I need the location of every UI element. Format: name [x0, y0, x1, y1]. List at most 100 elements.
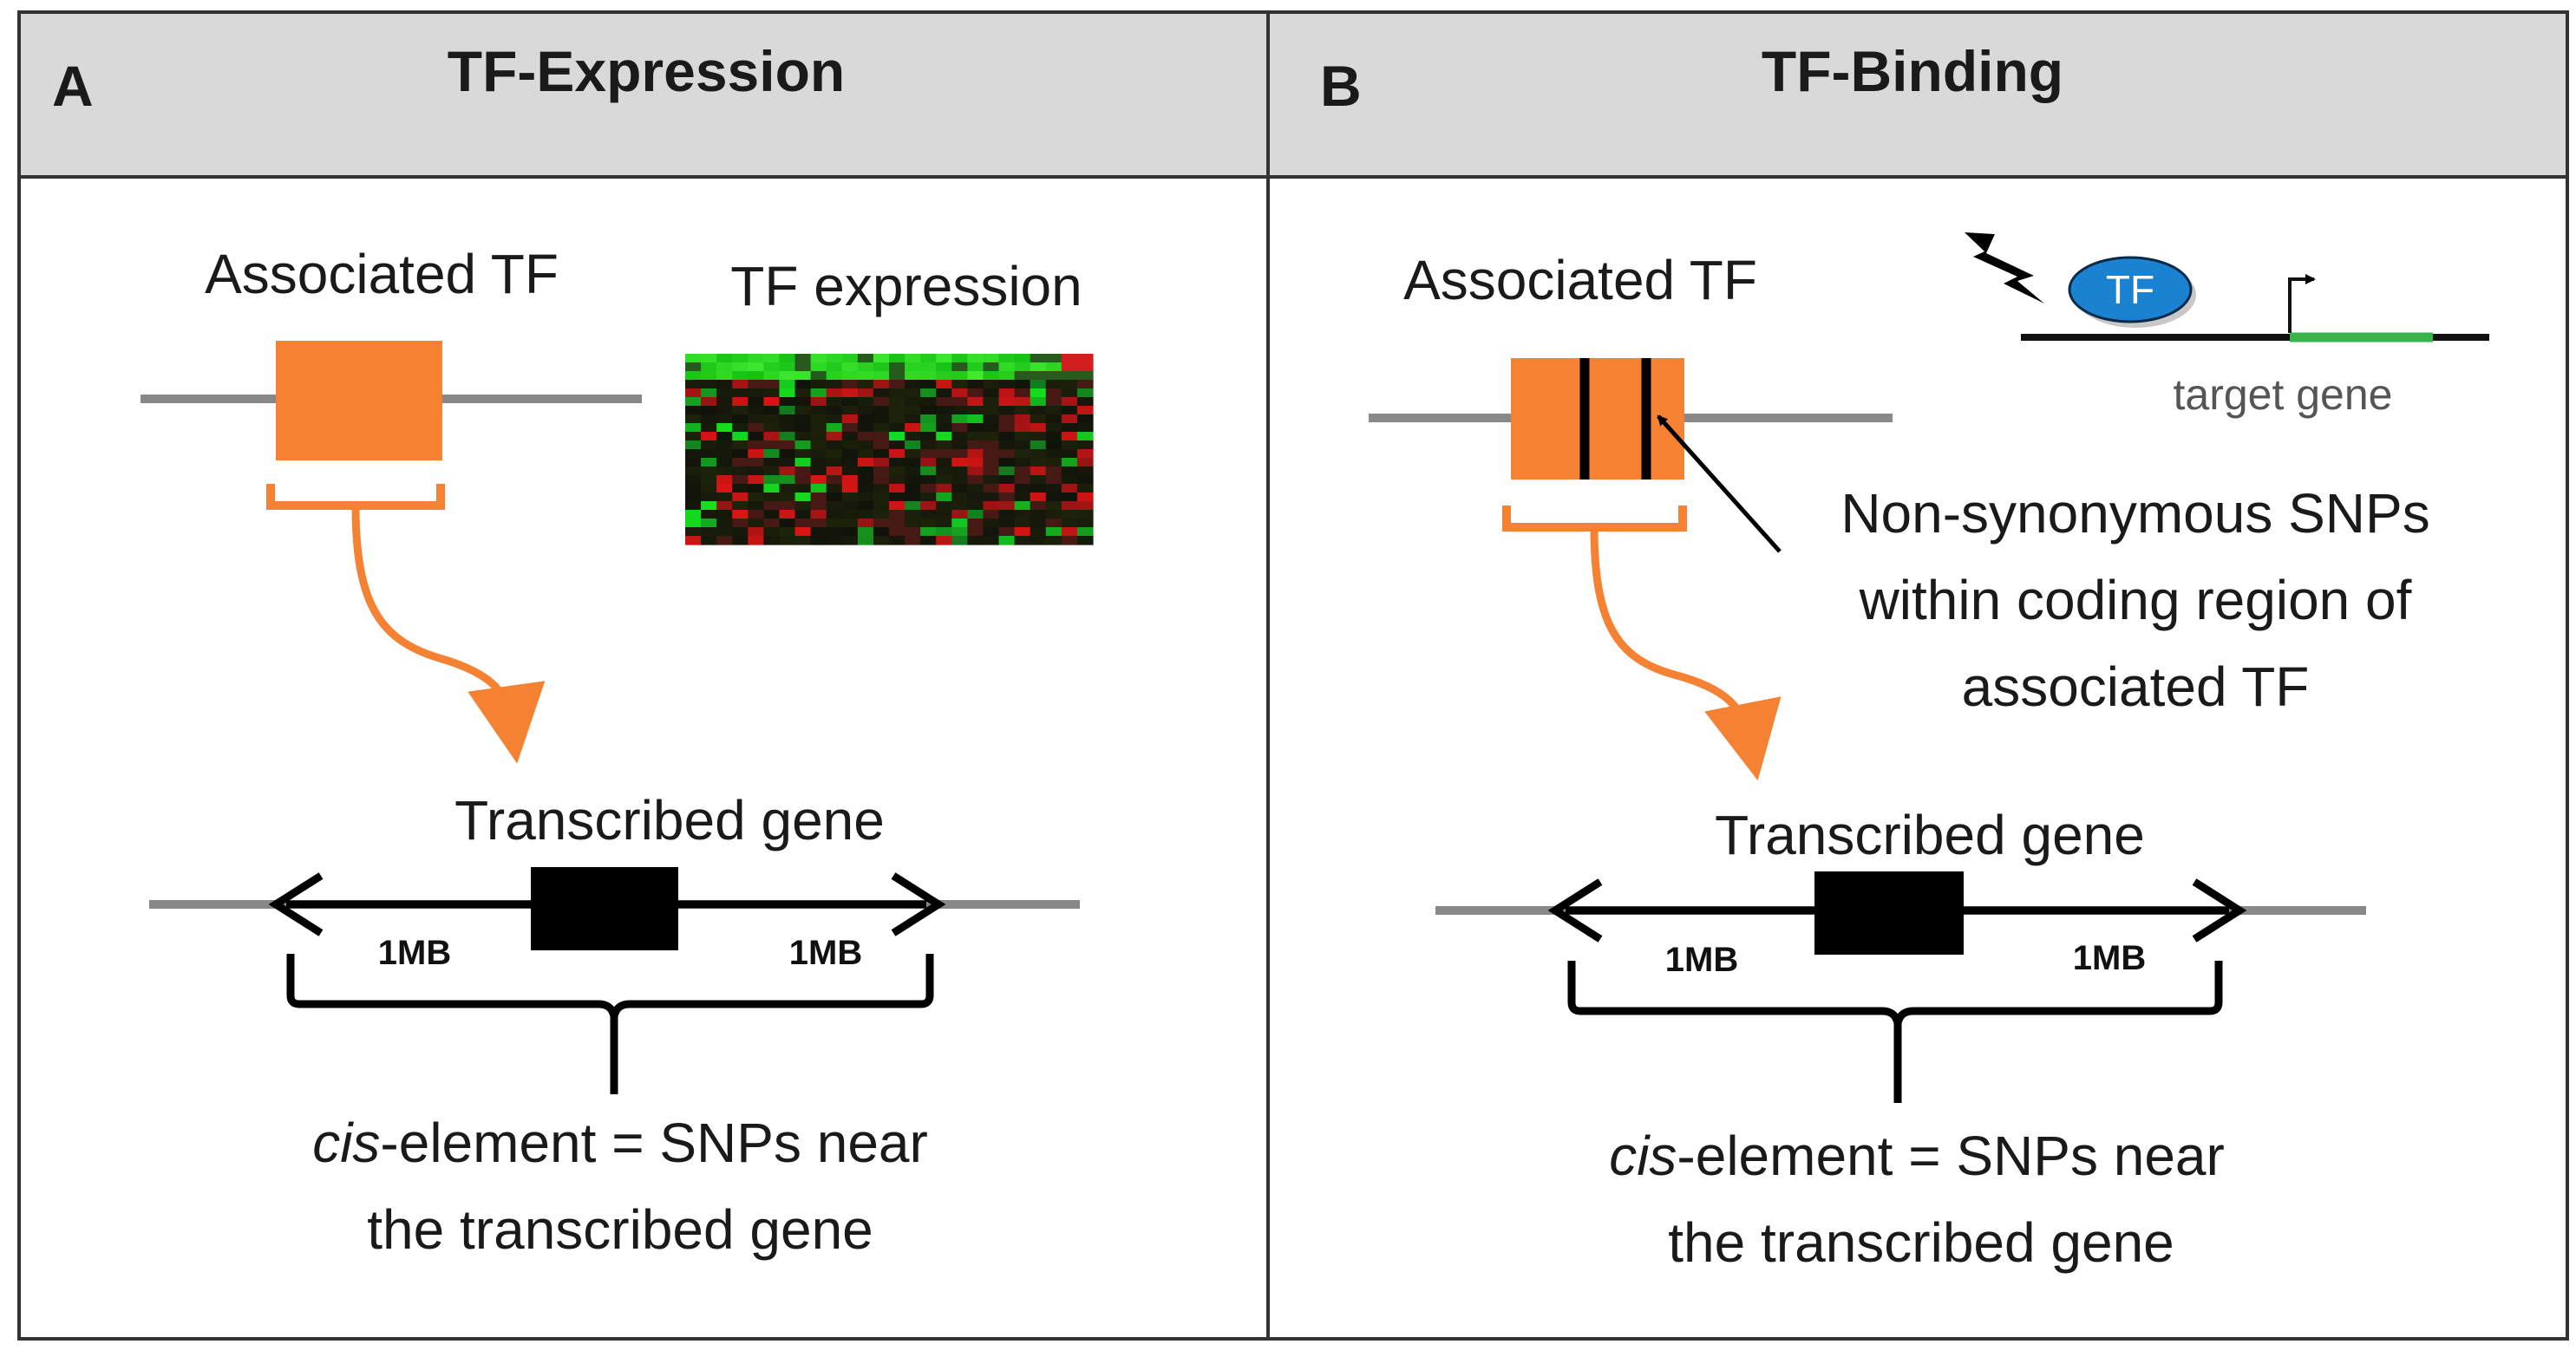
heatmap-cell [748, 406, 764, 415]
heatmap-cell [1076, 475, 1094, 485]
heatmap-cell [810, 362, 827, 372]
heatmap-cell [701, 354, 717, 363]
panel-a-left-1mb-label: 1MB [378, 934, 451, 972]
panel-b-tf-ellipse [2068, 256, 2193, 323]
heatmap-cell [716, 458, 733, 467]
heatmap-cell [732, 380, 749, 389]
heatmap-cell [936, 527, 952, 537]
heatmap-cell [1076, 432, 1094, 441]
heatmap-cell [905, 440, 921, 450]
heatmap-cell [716, 475, 733, 485]
heatmap-cell [857, 380, 874, 389]
heatmap-cell [1030, 519, 1047, 528]
heatmap-cell [889, 354, 906, 363]
heatmap-cell [841, 510, 859, 519]
heatmap-cell [873, 380, 890, 389]
heatmap-cell [936, 466, 952, 476]
heatmap-cell [983, 493, 1000, 502]
heatmap-cell [748, 354, 764, 363]
heatmap-cell [716, 440, 733, 450]
heatmap-cell [936, 414, 952, 424]
heatmap-cell [779, 397, 796, 407]
heatmap-cell [779, 388, 796, 398]
heatmap-cell [857, 484, 874, 493]
heatmap-cell [794, 484, 812, 493]
heatmap-cell [951, 527, 968, 537]
heatmap-cell [905, 406, 921, 415]
heatmap-cell [889, 519, 906, 528]
heatmap-cell [983, 362, 1000, 372]
heatmap-cell [905, 466, 921, 476]
heatmap-cell [873, 440, 890, 450]
heatmap-cell [841, 466, 859, 476]
heatmap-cell [810, 414, 827, 424]
heatmap-cell [1045, 475, 1062, 485]
heatmap-cell [748, 501, 764, 511]
heatmap-cell [685, 466, 702, 476]
heatmap-cell [873, 449, 890, 459]
heatmap-cell [1061, 440, 1078, 450]
heatmap-cell [732, 510, 749, 519]
heatmap-cell [748, 432, 764, 441]
heatmap-cell [1045, 536, 1062, 545]
heatmap-cell [1014, 414, 1031, 424]
heatmap-cell [1030, 388, 1047, 398]
heatmap-cell [1045, 388, 1062, 398]
heatmap-cell [983, 466, 1000, 476]
heatmap-cell [1014, 510, 1031, 519]
heatmap-cell [998, 501, 1016, 511]
heatmap-cell [794, 536, 812, 545]
heatmap-cell [1076, 527, 1094, 537]
heatmap-cell [763, 440, 781, 450]
heatmap-cell [1076, 397, 1094, 407]
heatmap-cell [905, 536, 921, 545]
panel-b-target-gene-label: target gene [2174, 370, 2393, 419]
heatmap-cell [967, 484, 984, 493]
heatmap-cell [951, 371, 968, 381]
heatmap-cell [920, 536, 937, 545]
heatmap-cell [841, 527, 859, 537]
heatmap-cell [889, 510, 906, 519]
heatmap-cell [841, 362, 859, 372]
heatmap-cell [998, 414, 1016, 424]
heatmap-cell [936, 475, 952, 485]
heatmap-cell [1014, 388, 1031, 398]
heatmap-cell [716, 406, 733, 415]
heatmap-cell [920, 449, 937, 459]
heatmap-cell [841, 380, 859, 389]
heatmap-cell [701, 432, 717, 441]
heatmap-cell [1030, 380, 1047, 389]
heatmap-cell [810, 449, 827, 459]
heatmap-cell [873, 519, 890, 528]
heatmap-cell [1014, 466, 1031, 476]
heatmap-cell [998, 484, 1016, 493]
heatmap-cell [732, 414, 749, 424]
heatmap-cell [889, 449, 906, 459]
heatmap-cell [920, 388, 937, 398]
heatmap-cell [983, 423, 1000, 433]
heatmap-cell [920, 493, 937, 502]
heatmap-cell [826, 406, 843, 415]
heatmap-cell [841, 449, 859, 459]
heatmap-cell [732, 493, 749, 502]
heatmap-cell [1014, 362, 1031, 372]
heatmap-cell [763, 519, 781, 528]
heatmap-cell [951, 414, 968, 424]
heatmap-cell [826, 458, 843, 467]
heatmap-cell [1061, 536, 1078, 545]
heatmap-cell [701, 458, 717, 467]
heatmap-cell [920, 466, 937, 476]
heatmap-cell [1045, 354, 1062, 363]
heatmap-cell [1076, 354, 1094, 363]
heatmap-cell [763, 536, 781, 545]
heatmap-cell [1045, 519, 1062, 528]
heatmap-cell [920, 458, 937, 467]
heatmap-cell [1014, 475, 1031, 485]
heatmap-cell [857, 493, 874, 502]
heatmap-cell [920, 380, 937, 389]
heatmap-cell [1061, 466, 1078, 476]
heatmap-cell [794, 406, 812, 415]
heatmap-cell [732, 536, 749, 545]
heatmap-cell [763, 458, 781, 467]
heatmap-cell [967, 493, 984, 502]
